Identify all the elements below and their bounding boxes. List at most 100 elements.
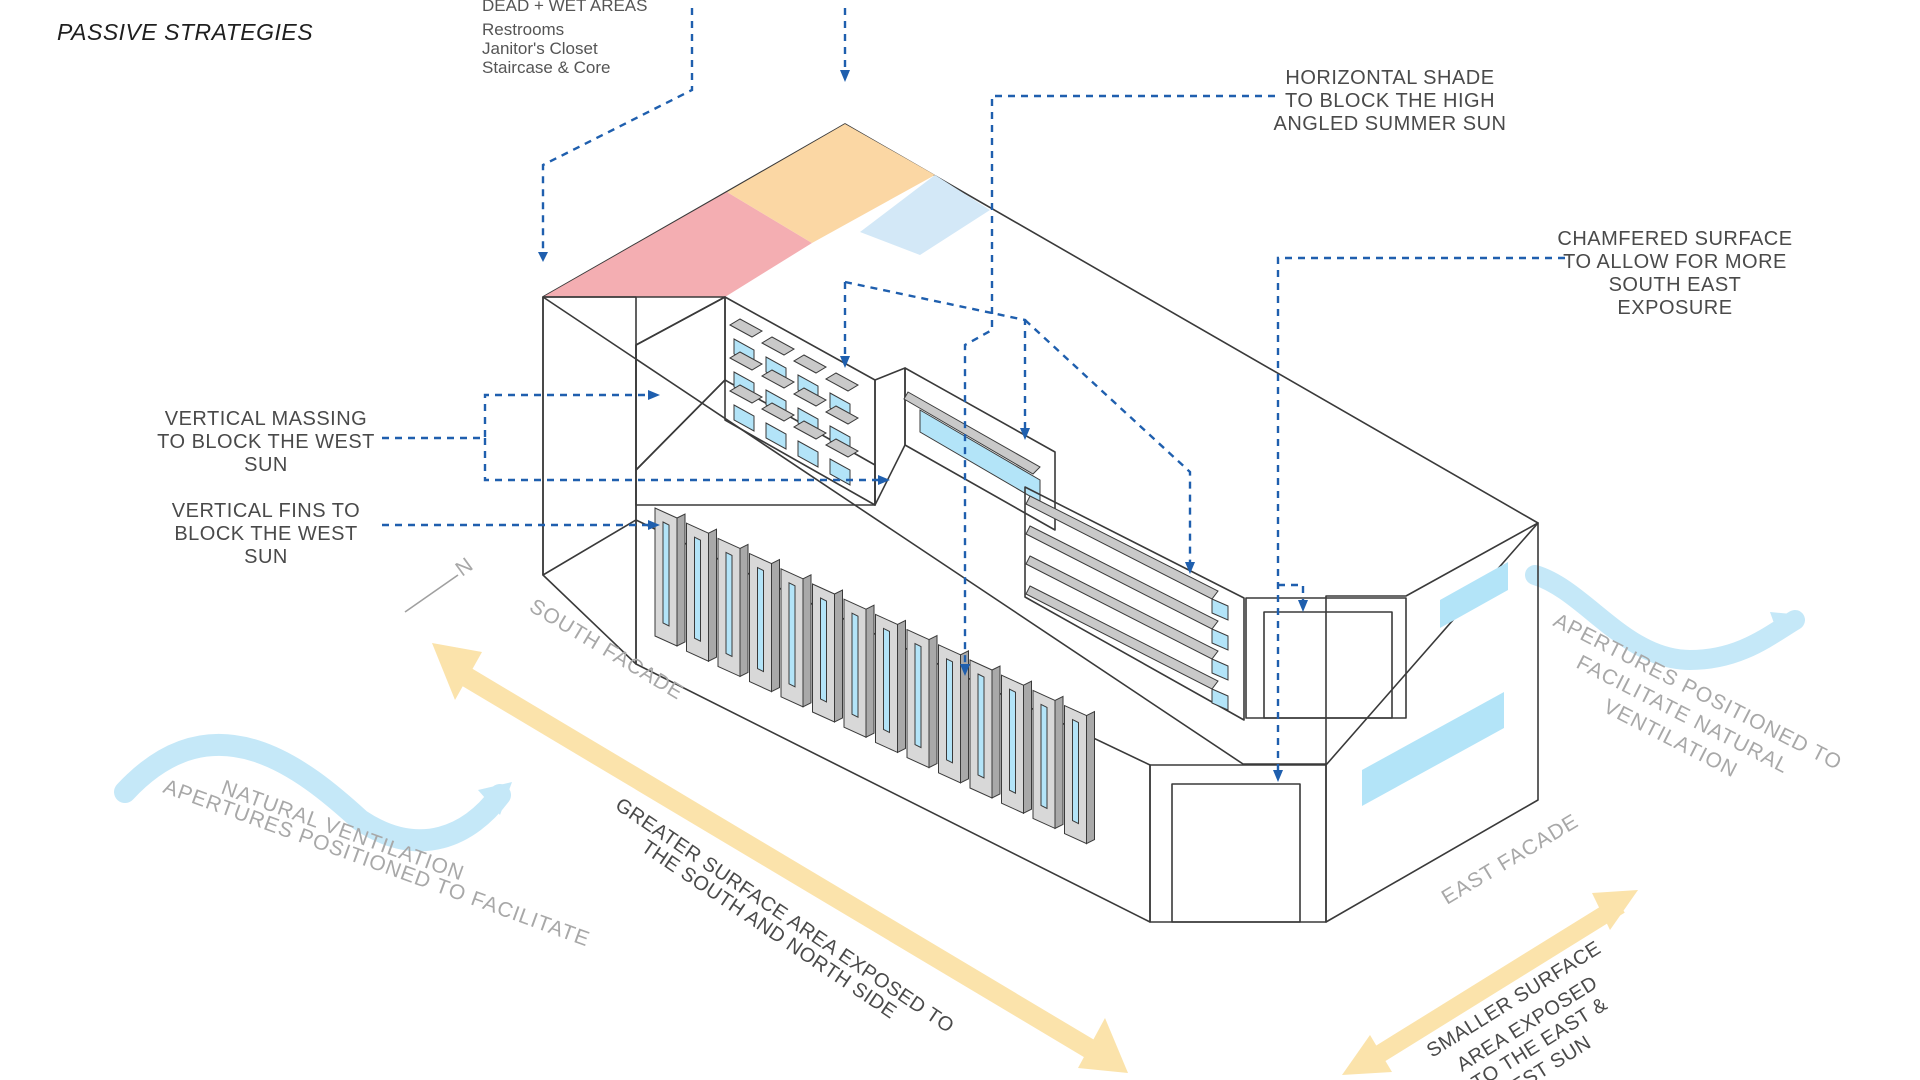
lower-step-front: [1024, 486, 1245, 721]
massing-line-3: SUN: [244, 454, 288, 476]
vertical-fin-side: [1054, 695, 1064, 830]
greater-exposure-arrow: [432, 643, 1128, 1073]
fin-glazing: [883, 627, 890, 734]
shade-glazing: [1211, 688, 1229, 711]
subtitle: PASSIVE STRATEGIES: [57, 19, 313, 45]
legend-item-restrooms: Restrooms: [482, 20, 564, 39]
upper-window-shade: [903, 391, 1041, 475]
core-orange-roof: [727, 124, 935, 243]
west-massing-face: [635, 296, 726, 471]
leader-arrowheads: [538, 70, 1308, 782]
legend-heading: DEAD + WET AREAS: [482, 0, 647, 15]
chamfer-door: [1171, 783, 1301, 923]
courtyard-glazing: [829, 458, 851, 486]
fin-glazing: [977, 673, 985, 779]
courtyard-shade: [760, 369, 796, 389]
inner-east-face: [1245, 597, 1407, 719]
east-facade-label: EAST FACADE: [1438, 810, 1583, 910]
leader-lines: [382, 8, 1565, 775]
vertical-fins: [654, 507, 1095, 845]
north-arrow: N: [404, 553, 478, 613]
shade-glazing: [1211, 628, 1229, 651]
west-red-roof: [543, 192, 812, 297]
fin-glazing: [851, 612, 859, 719]
vertical-fin-side: [739, 543, 749, 678]
horizontal-shade-line-2: TO BLOCK THE HIGH: [1285, 90, 1495, 112]
courtyard-shade: [760, 402, 796, 422]
courtyard-glazing: [797, 440, 819, 468]
fin-glazing: [1040, 703, 1048, 810]
courtyard-shade: [824, 405, 860, 425]
courtyard-shade: [792, 420, 828, 440]
vertical-fin-side: [928, 634, 938, 769]
vertical-fin-side: [802, 573, 812, 708]
courtyard-shade: [792, 387, 828, 407]
legend-item-staircase: Staircase & Core: [482, 58, 611, 77]
east-window-lower: [1362, 692, 1504, 806]
building-axonometric: [542, 123, 1539, 923]
shade-glazing: [1211, 598, 1229, 621]
fin-glazing: [694, 536, 701, 643]
fin-glazing: [757, 566, 764, 673]
chamfered-line-4: EXPOSURE: [1617, 297, 1732, 319]
vertical-massing-label: VERTICAL MASSING TO BLOCK THE WEST SUN: [157, 408, 375, 476]
fin-glazing: [725, 551, 733, 658]
fin-glazing: [788, 581, 796, 688]
vertical-fin-side: [771, 558, 780, 693]
vertical-fin-side: [676, 513, 686, 647]
vertical-fin-side: [865, 604, 875, 739]
fin-glazing: [914, 642, 922, 749]
courtyard-shading-blocks: [728, 318, 860, 486]
vertical-fin-side: [960, 649, 969, 784]
dead-wet-areas-legend: DEAD + WET AREAS Restrooms Janitor's Clo…: [482, 0, 647, 77]
fin-glazing: [946, 657, 953, 764]
fins-line-2: BLOCK THE WEST: [174, 523, 357, 545]
greater-exposure-label: GREATER SURFACE AREA EXPOSED TO THE SOUT…: [611, 794, 958, 1038]
courtyard-shade: [792, 354, 828, 374]
horizontal-shade-line-1: HORIZONTAL SHADE: [1285, 67, 1494, 89]
core-blue-roof: [860, 175, 990, 255]
fin-glazing: [820, 597, 827, 703]
greater-exposure-line-1: GREATER SURFACE AREA EXPOSED TO: [611, 794, 958, 1038]
courtyard-shade: [824, 372, 860, 392]
airflow-arrow-east: [1525, 565, 1805, 671]
upper-step-side: [874, 367, 906, 506]
vertical-fin-side: [897, 619, 906, 754]
courtyard-shade: [824, 438, 860, 458]
vertical-fin-side: [834, 589, 843, 723]
courtyard-shade: [728, 318, 764, 338]
chamfered-line-1: CHAMFERED SURFACE: [1557, 228, 1792, 250]
fin-glazing: [1009, 688, 1016, 795]
courtyard-shade: [728, 384, 764, 404]
courtyard-shade: [760, 336, 796, 356]
fins-line-1: VERTICAL FINS TO: [172, 500, 360, 522]
smaller-exposure-arrow: [1342, 890, 1638, 1075]
fin-glazing: [662, 521, 670, 627]
vertical-fin-side: [1086, 710, 1095, 845]
horizontal-shade-label: HORIZONTAL SHADE TO BLOCK THE HIGH ANGLE…: [1274, 67, 1507, 135]
legend-item-janitor: Janitor's Closet: [482, 39, 598, 58]
west-ventilation-label: APERTURES POSITIONED TO FACILITATE NATUR…: [160, 775, 593, 951]
roof-slab: [542, 123, 1539, 765]
vertical-fins-label: VERTICAL FINS TO BLOCK THE WEST SUN: [172, 500, 360, 568]
chamfered-line-3: SOUTH EAST: [1609, 274, 1742, 296]
massing-line-1: VERTICAL MASSING: [165, 408, 368, 430]
chamfered-surface-label: CHAMFERED SURFACE TO ALLOW FOR MORE SOUT…: [1557, 228, 1792, 319]
west-ventilation-line-1: APERTURES POSITIONED TO FACILITATE: [160, 775, 593, 951]
east-ventilation-label: APERTURES POSITIONED TO FACILITATE NATUR…: [1550, 609, 1846, 782]
vertical-fin-side: [708, 528, 717, 663]
vertical-fin-side: [1023, 680, 1032, 815]
massing-line-2: TO BLOCK THE WEST: [157, 431, 375, 453]
fins-line-3: SUN: [244, 546, 288, 568]
west-red-cap: [542, 296, 726, 576]
chamfered-line-2: TO ALLOW FOR MORE: [1563, 251, 1787, 273]
courtyard-shade: [728, 351, 764, 371]
courtyard-glazing: [765, 422, 787, 450]
shade-glazing: [1211, 658, 1229, 681]
horizontal-shades: [1025, 495, 1229, 711]
fin-glazing: [1072, 718, 1079, 825]
east-window-upper: [1440, 562, 1508, 628]
vertical-fin-side: [991, 665, 1001, 799]
horizontal-shade-line-3: ANGLED SUMMER SUN: [1274, 113, 1507, 135]
